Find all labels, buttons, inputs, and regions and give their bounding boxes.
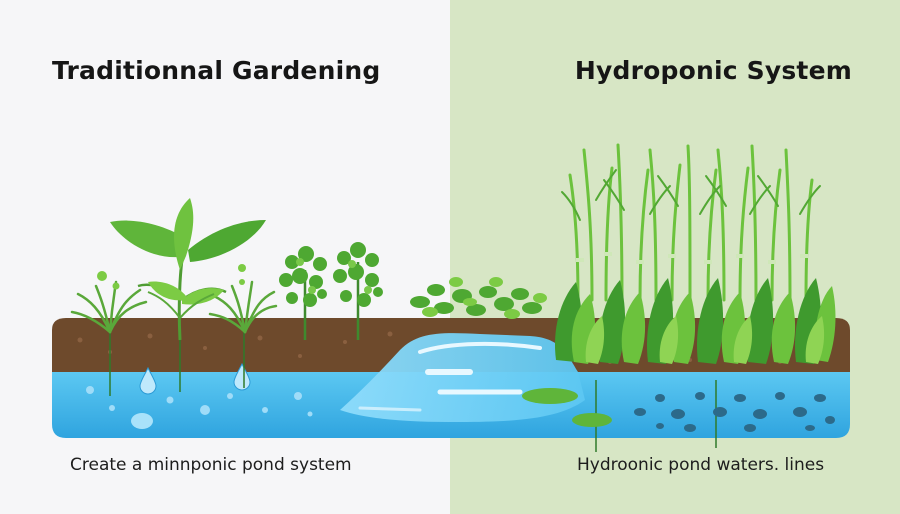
shrub-plants — [410, 277, 547, 319]
stalk-bands — [576, 252, 808, 264]
pebble-icon — [634, 392, 835, 432]
dense-leaves — [554, 278, 836, 364]
grass-icon — [70, 280, 278, 334]
water-stream — [340, 333, 585, 422]
lily-pad-icon — [522, 388, 612, 427]
water-drop-icon — [139, 362, 251, 395]
water-bubbles — [86, 386, 313, 429]
water-highlights — [358, 341, 542, 412]
right-panel-title: Hydroponic System — [574, 56, 852, 85]
herb-plants — [279, 242, 383, 340]
tall-grass-stalks — [568, 143, 814, 302]
left-panel-title: Traditionnal Gardening — [52, 56, 381, 85]
stalk-leaves — [561, 169, 821, 221]
plant-icon — [110, 198, 266, 341]
left-panel-caption: Create a minnponic pond system — [70, 455, 352, 475]
right-panel-caption: Hydroonic pond waters. lines — [577, 455, 825, 475]
seed-dots — [97, 264, 246, 290]
